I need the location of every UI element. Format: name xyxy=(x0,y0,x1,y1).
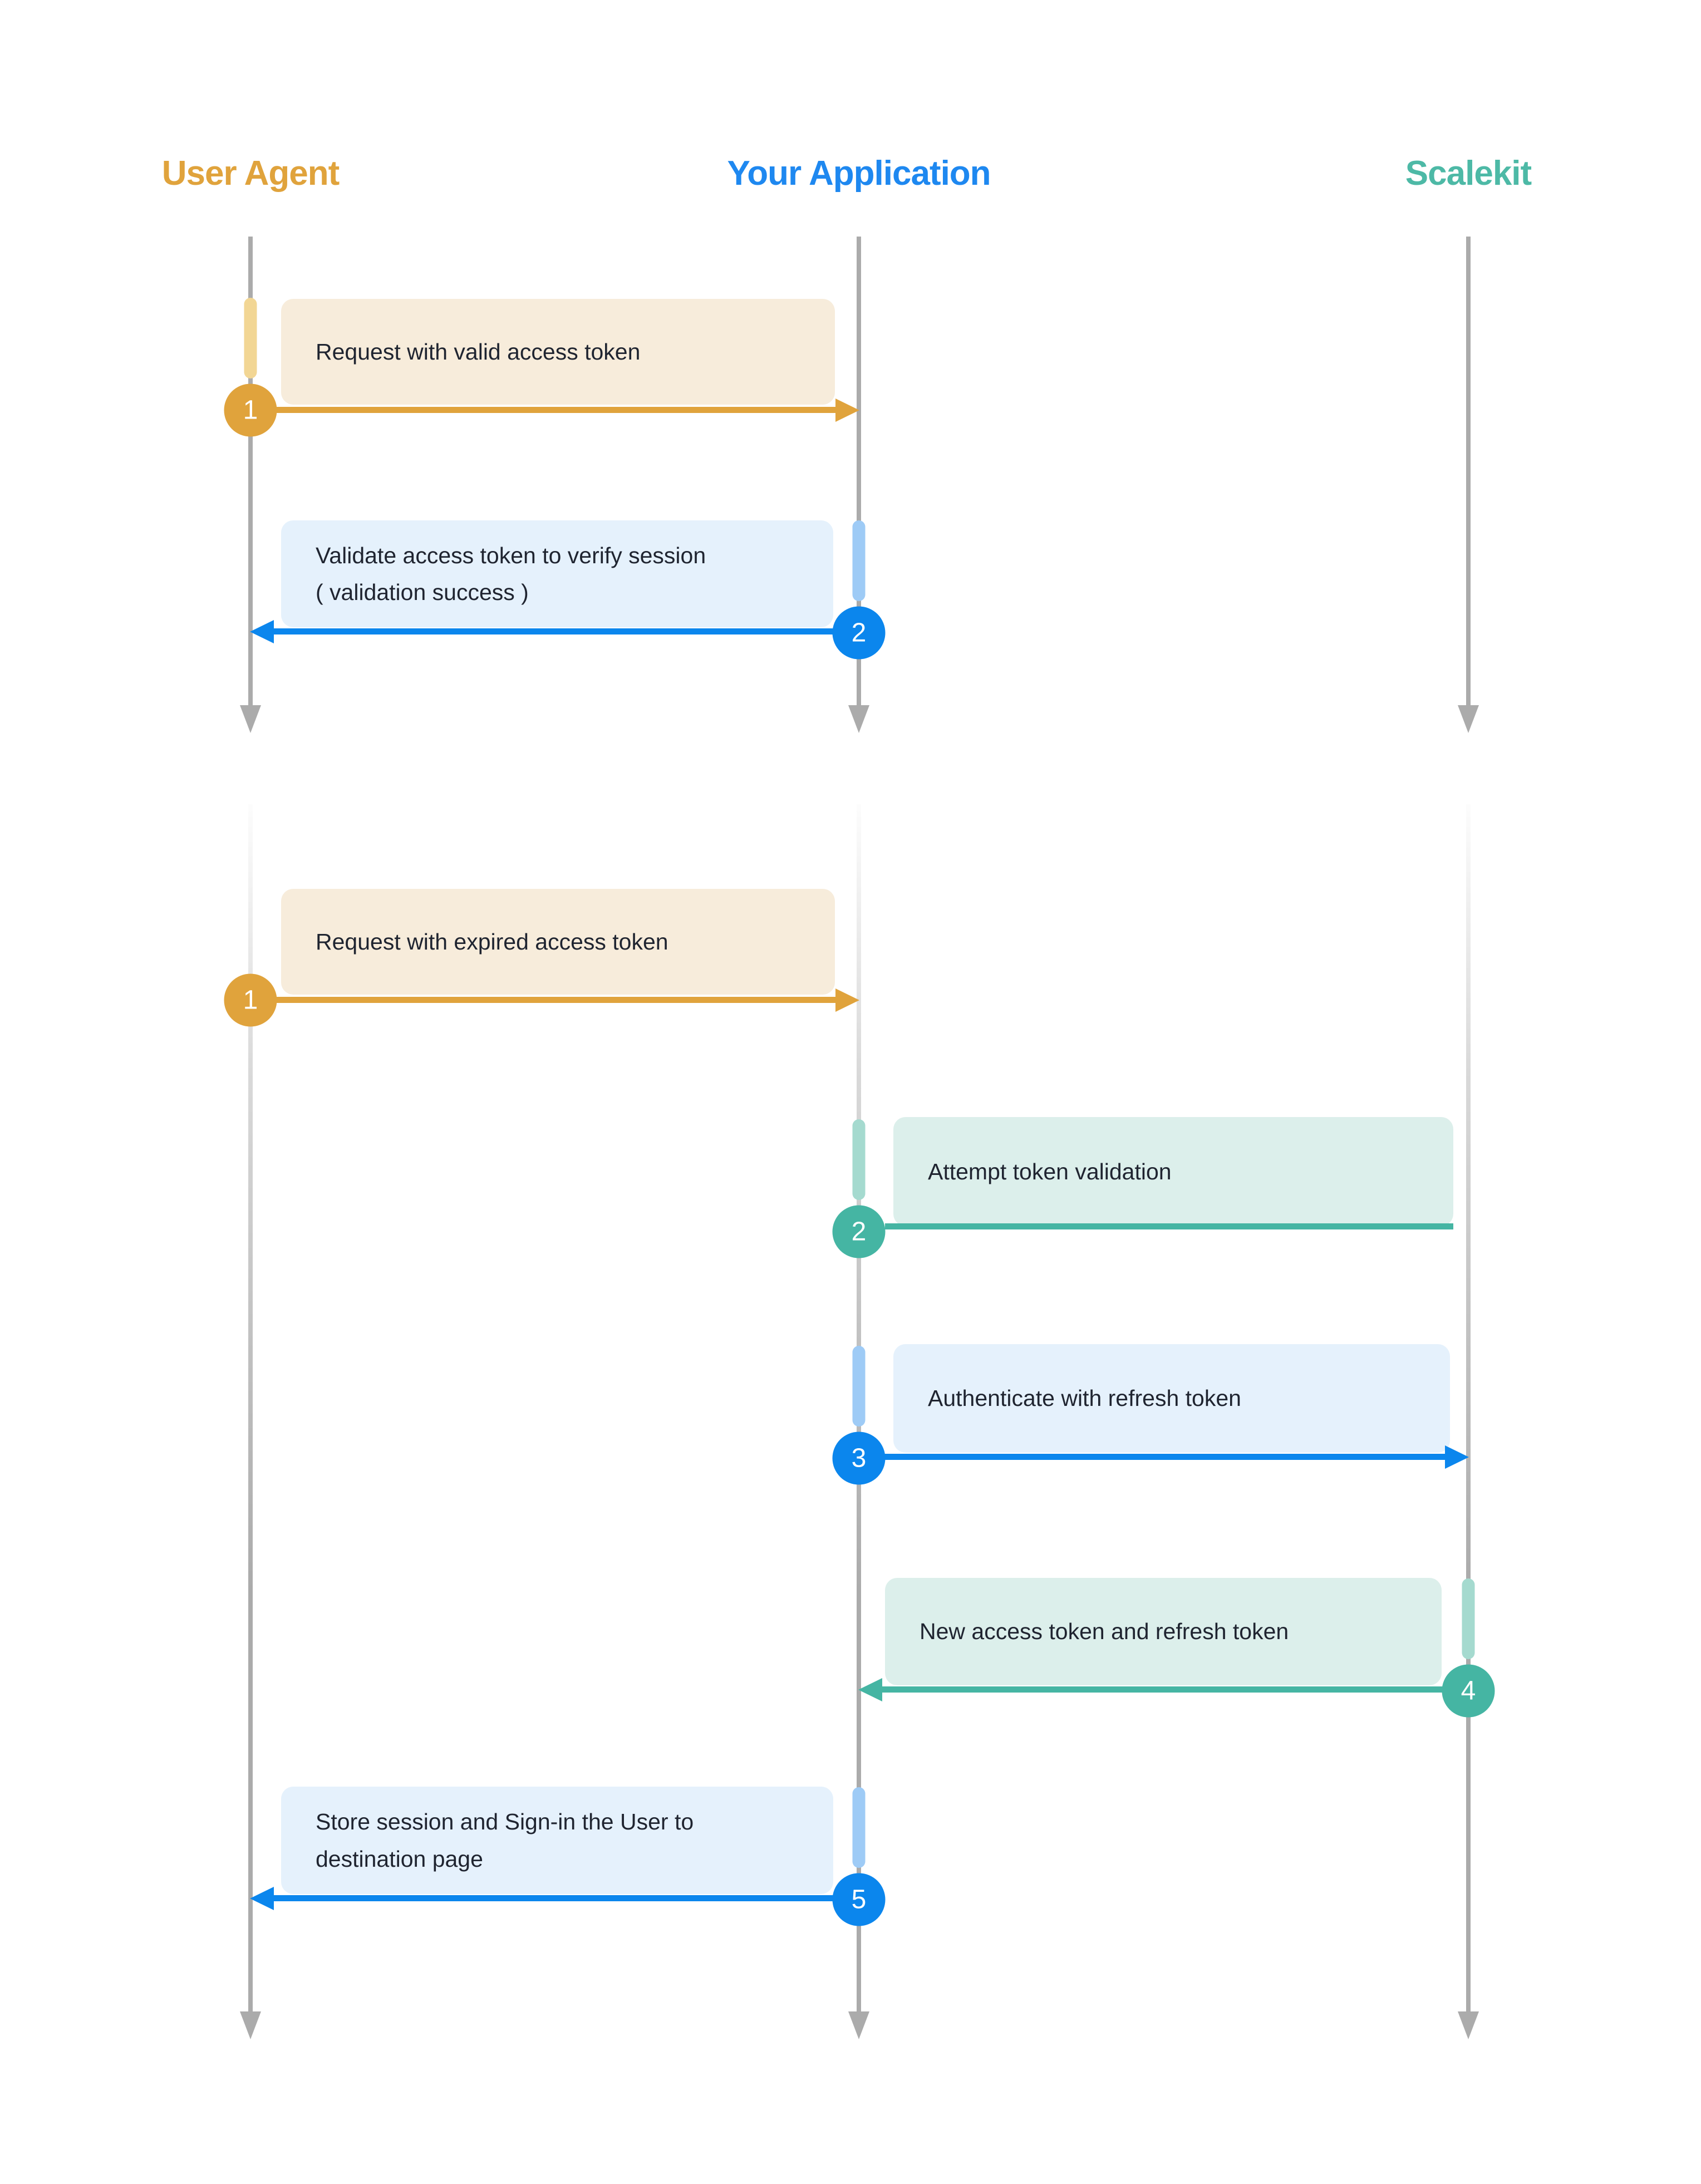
message-box-attempt-validation: Attempt token validation xyxy=(893,1117,1453,1226)
lifeline-your-application-section1 xyxy=(857,237,861,706)
arrowhead-left-icon xyxy=(250,619,274,643)
activation-bar-scalekit xyxy=(1462,1578,1475,1659)
lifeline-user-agent-section2 xyxy=(248,804,253,2012)
message-text-line2: destination page xyxy=(316,1846,483,1872)
message-text: Request with expired access token xyxy=(316,928,668,955)
message-box-store-session: Store session and Sign-in the User to de… xyxy=(281,1787,833,1894)
arrowhead-right-icon xyxy=(835,988,859,1012)
message-text: Attempt token validation xyxy=(928,1158,1172,1184)
step-circle-5: 5 xyxy=(832,1873,886,1926)
message-arrow-store-session xyxy=(250,1886,859,1910)
arrow-shaft xyxy=(253,407,837,413)
arrow-shaft xyxy=(273,1895,859,1901)
message-arrow-validate-token xyxy=(250,619,859,643)
step-circle-2: 2 xyxy=(832,606,886,660)
lifeline-user-agent-section1 xyxy=(248,237,253,706)
arrow-shaft xyxy=(253,997,837,1003)
lifeline-scalekit-section2 xyxy=(1466,804,1471,2012)
message-arrow-new-tokens xyxy=(858,1678,1468,1701)
activation-bar-your-application xyxy=(852,1119,866,1200)
step-circle-1: 1 xyxy=(224,973,277,1027)
actor-label-your-application: Your Application xyxy=(727,154,991,193)
arrowhead-left-icon xyxy=(250,1886,274,1910)
message-text-line2: ( validation success ) xyxy=(316,579,529,605)
activation-bar-your-application xyxy=(852,1346,866,1427)
message-box-authenticate-refresh: Authenticate with refresh token xyxy=(893,1344,1450,1453)
message-box-request-expired-token: Request with expired access token xyxy=(281,889,835,995)
arrow-shaft xyxy=(862,1454,1446,1460)
message-text: New access token and refresh token xyxy=(920,1619,1289,1645)
step-circle-1: 1 xyxy=(224,383,277,437)
lifeline-scalekit-section1 xyxy=(1466,237,1471,706)
activation-bar-user-agent xyxy=(244,298,257,378)
actor-label-scalekit: Scalekit xyxy=(1405,154,1532,193)
arrow-shaft xyxy=(273,628,859,634)
message-text-line1: Validate access token to verify session xyxy=(316,542,706,568)
step-circle-4: 4 xyxy=(1442,1664,1495,1718)
step-circle-2: 2 xyxy=(832,1205,886,1258)
message-arrow-request-valid-token xyxy=(253,398,859,422)
arrowhead-right-icon xyxy=(1445,1445,1469,1469)
message-arrow-request-expired-token xyxy=(253,988,859,1012)
activation-bar-your-application xyxy=(852,1787,866,1868)
actor-label-user-agent: User Agent xyxy=(161,154,340,193)
arrow-shaft xyxy=(881,1686,1468,1693)
arrowhead-left-icon xyxy=(858,1678,882,1701)
message-box-validate-token: Validate access token to verify session … xyxy=(281,520,833,627)
message-text: Request with valid access token xyxy=(316,338,641,365)
activation-bar-your-application xyxy=(852,520,866,601)
step-circle-3: 3 xyxy=(832,1432,886,1485)
arrowhead-right-icon xyxy=(835,398,859,422)
message-box-request-valid-token: Request with valid access token xyxy=(281,299,835,405)
self-message-line xyxy=(885,1223,1453,1229)
message-arrow-authenticate-refresh xyxy=(862,1445,1469,1469)
message-text: Authenticate with refresh token xyxy=(928,1385,1241,1411)
message-box-new-tokens: New access token and refresh token xyxy=(885,1578,1442,1685)
message-text-line1: Store session and Sign-in the User to xyxy=(316,1809,694,1835)
